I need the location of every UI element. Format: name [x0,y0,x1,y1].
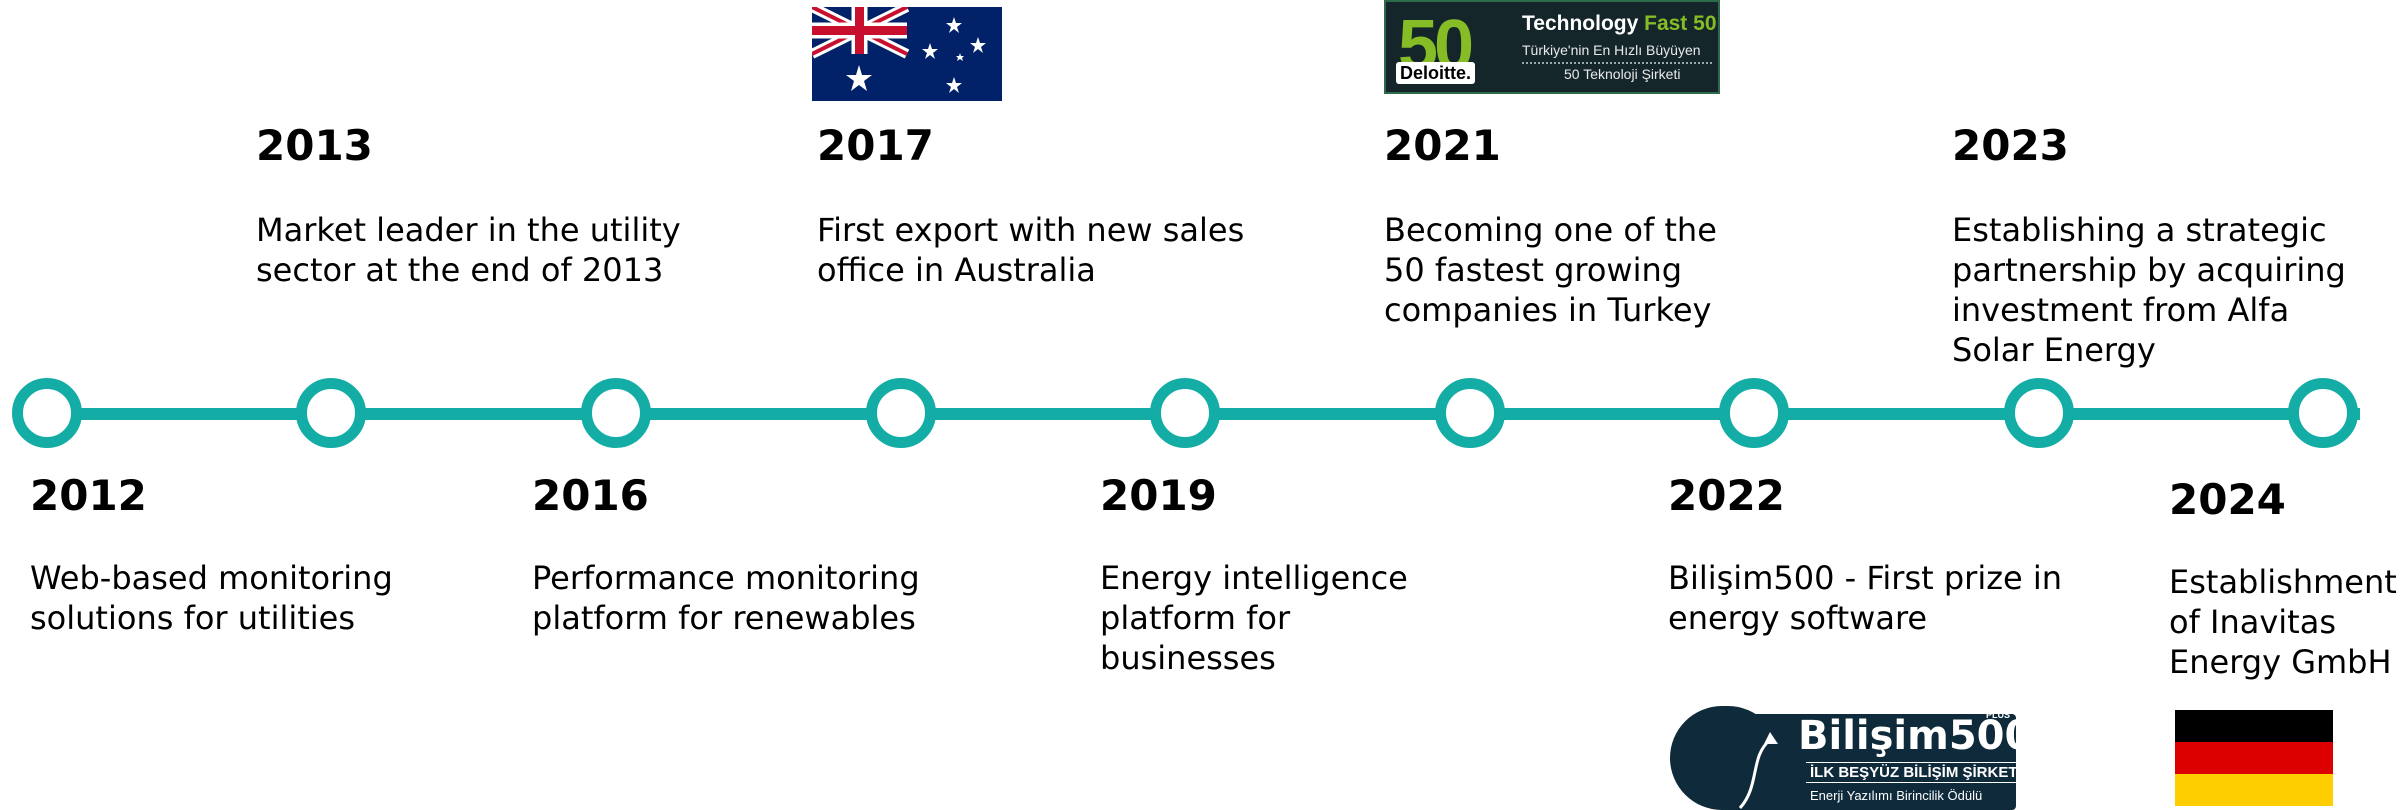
timeline-node-2016 [581,378,651,448]
timeline-node-2012 [12,378,82,448]
milestone-text-2022: Bilişim500 - First prize in energy softw… [1668,559,2063,637]
deloitte-line2: Türkiye'nin En Hızlı Büyüyen [1522,42,1701,58]
milestone-year-2019: 2019 [1100,471,1217,520]
milestone-text-2023: Establishing a strategic partnership by … [1952,211,2346,369]
timeline-node-2019 [1150,378,1220,448]
bilisim-subtitle: İLK BEŞYÜZ BİLİŞİM ŞİRKETİ [1806,762,2026,783]
timeline-node-2022 [1719,378,1789,448]
timeline-node-2013 [296,378,366,448]
milestone-text-2016: Performance monitoring platform for rene… [532,559,920,637]
milestone-year-2012: 2012 [30,471,147,520]
bilisim-plus: PLUS [1986,710,2011,720]
bilisim500-logo: Bilişim500 PLUS İLK BEŞYÜZ BİLİŞİM ŞİRKE… [1670,706,2032,810]
deloitte-fast50-logo: 50 Deloitte. Technology Fast 50 Türkiye'… [1384,0,1720,94]
timeline-node-2023 [2004,378,2074,448]
milestone-year-2016: 2016 [532,471,649,520]
deloitte-brand: Deloitte. [1396,62,1476,84]
milestone-year-2017: 2017 [817,121,934,170]
deloitte-title-prefix: Technology [1522,12,1645,35]
milestone-text-2017: First export with new sales office in Au… [817,211,1245,289]
milestone-year-2021: 2021 [1384,121,1501,170]
timeline-node-2024 [2288,378,2358,448]
milestone-year-2022: 2022 [1668,471,1785,520]
timeline-node-2017 [866,378,936,448]
milestone-year-2023: 2023 [1952,121,2069,170]
milestone-year-2024: 2024 [2169,475,2286,524]
bilisim-name: Bilişim500 [1798,713,2033,759]
bilisim-award: Enerji Yazılımı Birincilik Ödülü [1810,788,1983,803]
milestone-text-2012: Web-based monitoring solutions for utili… [30,559,393,637]
milestone-text-2021: Becoming one of the 50 fastest growing c… [1384,211,1717,329]
milestone-text-2024: Establishment of Inavitas Energy GmbH [2169,563,2397,681]
timeline-node-2021 [1435,378,1505,448]
bilisim-arrow-icon [1738,732,1778,810]
milestone-year-2013: 2013 [256,121,373,170]
deloitte-divider [1522,62,1712,64]
milestone-text-2013: Market leader in the utility sector at t… [256,211,681,289]
deloitte-title: Technology Fast 50 [1522,12,1717,36]
milestone-text-2019: Energy intelligence platform for busines… [1100,559,1408,677]
germany-flag-icon [2175,710,2333,806]
deloitte-line3: 50 Teknoloji Şirketi [1564,66,1681,82]
deloitte-title-highlight: Fast 50 [1644,12,1717,35]
australia-flag-icon [812,7,1002,101]
